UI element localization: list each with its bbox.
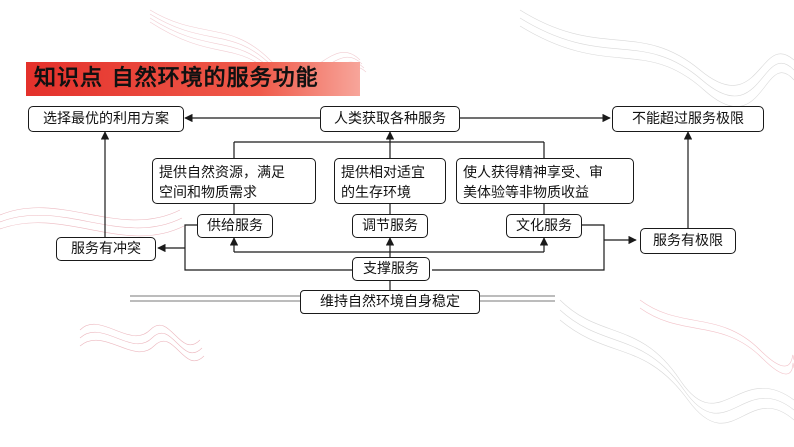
node-conflict: 服务有冲突 [56, 237, 156, 261]
desc-supply: 提供自然资源，满足 空间和物质需求 [152, 158, 316, 204]
desc-regulate-line2: 的生存环境 [341, 183, 439, 203]
node-stability: 维持自然环境自身稳定 [300, 290, 480, 314]
desc-culture-line1: 使人获得精神享受、审 [463, 163, 627, 183]
node-support: 支撑服务 [352, 257, 430, 281]
desc-regulate: 提供相对适宜 的生存环境 [334, 158, 446, 204]
desc-supply-line1: 提供自然资源，满足 [159, 163, 309, 183]
desc-supply-line2: 空间和物质需求 [159, 183, 309, 203]
node-regulate: 调节服务 [352, 214, 428, 238]
desc-regulate-line1: 提供相对适宜 [341, 163, 439, 183]
node-limit: 服务有极限 [640, 228, 736, 254]
node-culture: 文化服务 [506, 214, 582, 238]
node-service-boundary: 不能超过服务极限 [612, 106, 764, 132]
desc-culture-line2: 美体验等非物质收益 [463, 183, 627, 203]
node-best-plan: 选择最优的利用方案 [28, 106, 184, 132]
node-human-services: 人类获取各种服务 [320, 106, 460, 132]
node-supply: 供给服务 [197, 214, 273, 238]
desc-culture: 使人获得精神享受、审 美体验等非物质收益 [456, 158, 634, 204]
